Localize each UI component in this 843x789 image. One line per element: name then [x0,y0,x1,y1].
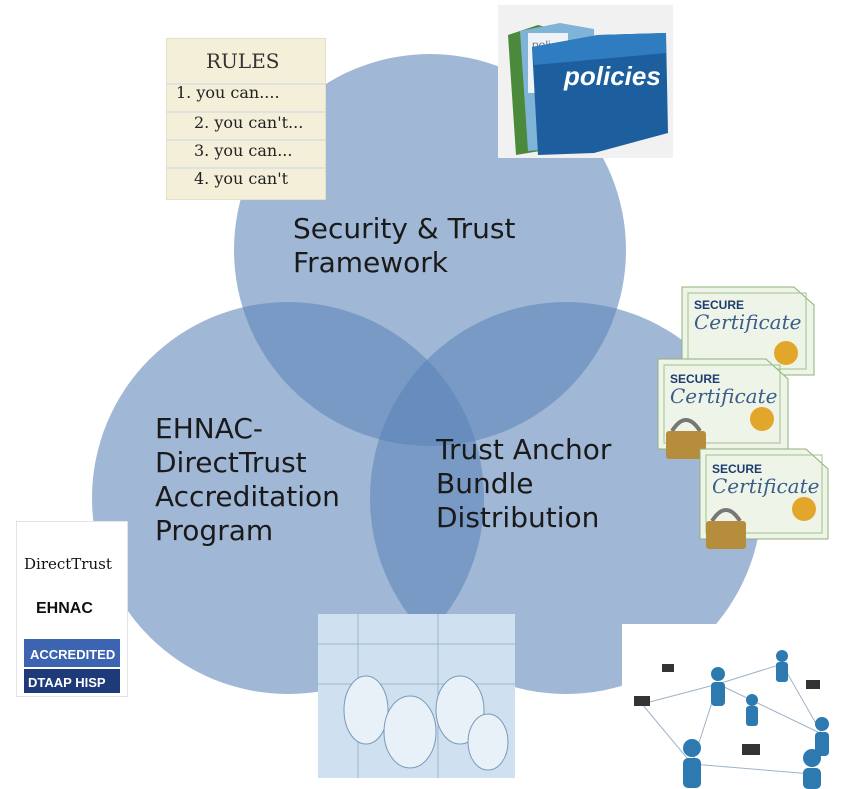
certificate-script-2: Certificate [670,384,777,408]
label-ehnac-directtrust-program: EHNAC- DirectTrust Accreditation Program [155,412,340,548]
secure-certificate-icon: SECURE Certificate SECURE Certificate SE… [654,283,843,558]
certificate-script-1: Certificate [694,310,801,334]
people-network-icon [622,624,843,789]
certificate-2: SECURE Certificate [657,358,789,459]
blueprints-icon [318,614,515,778]
certificate-1: SECURE Certificate [681,286,815,376]
accreditation-badge-icon: DirectTrust EHNAC ACCREDITED DTAAP HISP [16,521,128,697]
badge-status: ACCREDITED [30,647,115,662]
certificate-script-3: Certificate [712,474,819,498]
rules-title: RULES [206,49,280,73]
badge-brand2: EHNAC [36,600,93,617]
policies-folder-icon: poli policies [498,5,673,158]
badge-brand1: DirectTrust [24,555,112,573]
rules-line-2: 2. you can't... [194,113,303,132]
certificate-3: SECURE Certificate [699,448,829,549]
badge-program: DTAAP HISP [28,675,106,690]
certificate-header-1: SECURE [694,298,744,312]
rules-line-3: 3. you can... [194,141,292,160]
rules-line-1: 1. you can.... [176,83,280,102]
certificate-header-3: SECURE [712,462,762,476]
certificate-header-2: SECURE [670,372,720,386]
folder-label: policies [563,61,661,91]
rules-note-icon: RULES 1. you can.... 2. you can't... 3. … [166,38,326,200]
label-security-trust-framework: Security & Trust Framework [293,212,516,280]
circle-ehnac-directtrust [92,302,484,694]
rules-line-4: 4. you can't [194,169,289,188]
label-trust-anchor-bundle: Trust Anchor Bundle Distribution [436,433,612,535]
